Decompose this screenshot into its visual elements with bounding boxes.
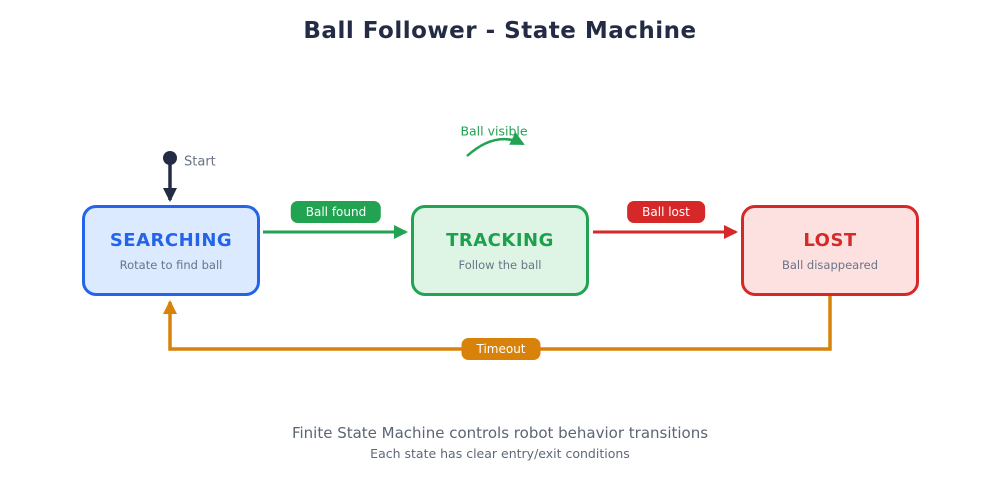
start-dot [163,151,177,165]
start-label: Start [184,154,216,170]
transition-label-ball-found: Ball found [290,201,382,223]
state-node-lost: LOST Ball disappeared [741,205,919,296]
transition-label-ball-visible: Ball visible [460,123,528,139]
state-description: Rotate to find ball [119,257,223,272]
transition-label-ball-lost: Ball lost [627,201,705,223]
ball-visible-loop-arrow [466,132,525,157]
state-node-searching: SEARCHING Rotate to find ball [82,205,260,296]
diagram-title: Ball Follower - State Machine [303,18,697,44]
state-name: LOST [803,229,857,251]
footer-caption-secondary: Each state has clear entry/exit conditio… [370,446,630,461]
state-node-tracking: TRACKING Follow the ball [411,205,589,296]
transition-label-timeout: Timeout [461,338,541,360]
state-description: Follow the ball [458,257,542,272]
state-name: SEARCHING [109,229,233,251]
state-description: Ball disappeared [781,257,879,272]
footer-caption-primary: Finite State Machine controls robot beha… [291,424,709,442]
state-name: TRACKING [446,229,554,251]
